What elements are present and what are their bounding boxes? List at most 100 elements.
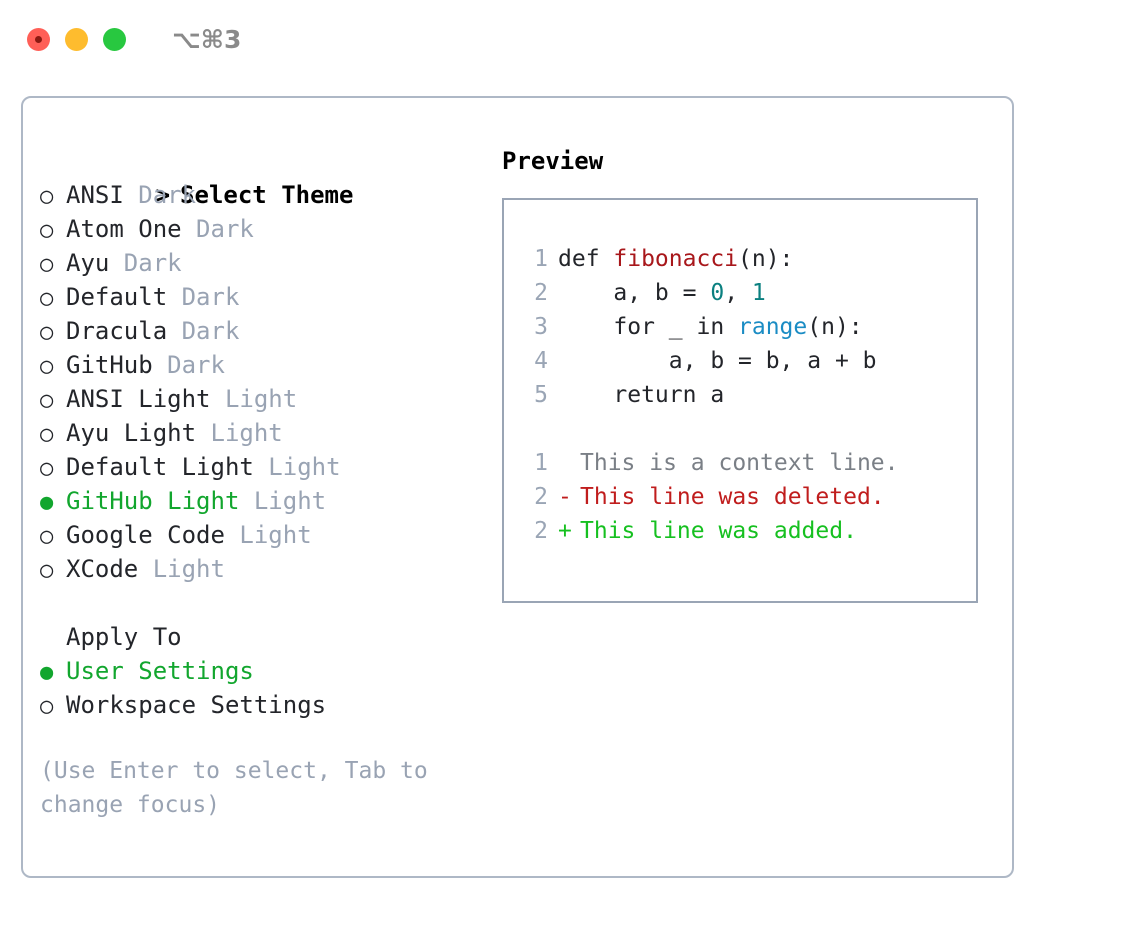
radio-unselected-icon: ○ [40, 286, 54, 311]
diff-marker-icon: - [558, 484, 572, 510]
theme-name: GitHub [66, 351, 153, 379]
theme-variant-badge: Light [196, 419, 283, 447]
list-spacer [40, 586, 480, 620]
theme-name: GitHub Light [66, 487, 240, 515]
radio-selected-icon: ● [40, 490, 54, 515]
theme-name: Ayu [66, 249, 110, 277]
line-number: 4 [534, 348, 548, 374]
keyboard-hint: (Use Enter to select, Tab to change focu… [40, 758, 428, 818]
theme-variant-badge: Dark [167, 283, 240, 311]
theme-option-github[interactable]: ○GitHub Dark [40, 348, 480, 382]
diff-line-del: 2-This line was deleted. [520, 480, 976, 514]
radio-unselected-icon: ○ [40, 456, 54, 481]
code-token: , [724, 280, 752, 306]
code-token: 1 [751, 280, 766, 306]
code-token: return a [558, 382, 725, 408]
code-token: (n): [738, 246, 794, 272]
code-line: 4 a, b = b, a + b [520, 344, 976, 378]
radio-unselected-icon: ○ [40, 252, 54, 277]
theme-variant-badge: Light [239, 487, 327, 515]
theme-name: Ayu Light [66, 419, 197, 447]
theme-name: ANSI Light [66, 385, 211, 413]
radio-unselected-icon: ○ [40, 354, 54, 379]
diff-text: This is a context line. [580, 450, 899, 476]
select-theme-label: Select Theme [180, 181, 354, 209]
diff-text: This line was deleted. [580, 484, 885, 510]
radio-unselected-icon: ○ [40, 184, 54, 209]
line-number: 2 [534, 518, 548, 544]
theme-name: XCode [66, 555, 139, 583]
line-number: 5 [534, 382, 548, 408]
apply-to-label: Workspace Settings [66, 691, 327, 719]
close-icon[interactable] [27, 27, 50, 51]
theme-options: ○ ANSI Dark ○ Atom One Dark ○ Ayu Dark ○ Defaul… [40, 178, 480, 586]
theme-option-ayu[interactable]: ○ Ayu Dark [40, 246, 480, 280]
theme-option-ansi-light[interactable]: ○ ANSI Light Light [40, 382, 480, 416]
theme-option-dracula[interactable]: ○ Dracula Dark [40, 314, 480, 348]
diff-marker-icon: + [558, 518, 572, 544]
radio-unselected-icon: ○ [40, 320, 54, 345]
preview-gap [520, 412, 976, 446]
theme-option-ayu-light[interactable]: ○ Ayu Light Light [40, 416, 480, 450]
diff-marker-icon [558, 446, 580, 480]
theme-variant-badge: Dark [167, 317, 240, 345]
theme-name: Default [66, 283, 168, 311]
apply-to-option-workspace-settings[interactable]: ○ Workspace Settings [40, 688, 480, 722]
code-token: def [558, 246, 614, 272]
theme-name: Dracula [66, 317, 168, 345]
code-token: for _ in [558, 314, 739, 340]
minimize-icon[interactable] [65, 27, 88, 51]
caret-icon: > [155, 181, 171, 209]
diff-line-add: 2 + This line was added. [520, 514, 976, 548]
radio-unselected-icon: ○ [40, 388, 54, 413]
apply-to-options: ● User Settings ○ Workspace Settings [40, 654, 480, 722]
apply-to-label: User Settings [66, 657, 254, 685]
apply-to-heading: Apply To [66, 623, 182, 651]
select-theme-heading: > Select Theme [40, 144, 480, 209]
theme-option-ansi[interactable]: ○ ANSI Dark [40, 178, 480, 212]
radio-unselected-icon: ○ [40, 218, 54, 243]
maximize-icon[interactable] [103, 27, 126, 51]
line-number: 2 [534, 280, 548, 306]
radio-unselected-icon: ○ [40, 422, 54, 447]
line-number: 1 [534, 450, 548, 476]
code-token: range [738, 314, 808, 340]
theme-name: Google Code [66, 521, 225, 549]
theme-name: Atom One [66, 215, 182, 243]
radio-unselected-icon: ○ [40, 558, 54, 583]
theme-variant-badge: Light [253, 453, 341, 481]
code-token: (n): [807, 314, 863, 340]
line-number: 1 [534, 246, 548, 272]
diff-line-context: 1 This is a context line. [520, 446, 976, 480]
diff-text: This line was added. [580, 518, 857, 544]
theme-variant-badge: Dark [109, 249, 182, 277]
radio-selected-icon: ● [40, 660, 54, 685]
code-token: 0 [710, 280, 725, 306]
title-bar: ⌥⌘3 [0, 0, 1140, 78]
theme-variant-badge: Light [210, 385, 298, 413]
code-token: a, b = b, a + b [558, 348, 877, 374]
theme-option-xcode[interactable]: ○XCode Light [40, 552, 480, 586]
theme-list-column: > Select Theme ○ ANSI Dark ○ Atom One Dark ○ A… [40, 144, 480, 822]
theme-name: ANSI [66, 181, 124, 209]
theme-variant-badge: Dark [123, 181, 197, 209]
radio-unselected-icon: ○ [40, 694, 54, 719]
apply-to-option-user-settings[interactable]: ● User Settings [40, 654, 480, 688]
theme-name: Default Light [66, 453, 254, 481]
code-token: a, b = [558, 280, 711, 306]
preview-heading: Preview [502, 147, 604, 175]
theme-option-default-light[interactable]: ○ Default Light Light [40, 450, 480, 484]
theme-option-github-light[interactable]: ● GitHub Light Light [40, 484, 480, 518]
diff-sample: 1 This is a context line.2-This line was… [520, 446, 976, 548]
code-line: 2 a, b = 0, 1 [520, 276, 976, 310]
theme-option-default[interactable]: ○ Default Dark [40, 280, 480, 314]
code-line: 3 for _ in range(n): [520, 310, 976, 344]
theme-option-google-code[interactable]: ○Google Code Light [40, 518, 480, 552]
keyboard-shortcut-label: ⌥⌘3 [172, 24, 242, 54]
theme-option-atom-one[interactable]: ○Atom One Dark [40, 212, 480, 246]
